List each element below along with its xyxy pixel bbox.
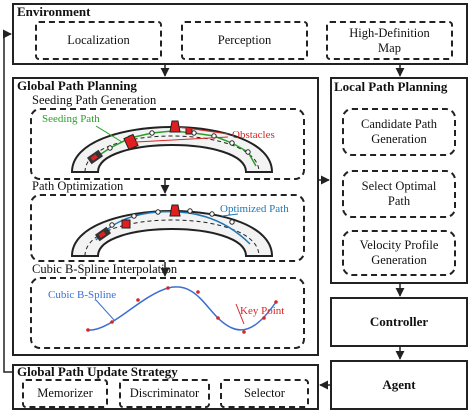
localization-label: Localization (67, 33, 130, 47)
select-optimal-label: Select Optimal Path (361, 179, 437, 208)
memorizer-label: Memorizer (37, 386, 93, 400)
optimized-path-label-leader (221, 213, 239, 217)
global-path-planning-title: Global Path Planning (17, 78, 137, 93)
connector-arrows (2, 29, 405, 390)
velocity-profile-label: Velocity Profile Generation (359, 238, 439, 267)
controller-box: Controller (330, 297, 468, 347)
key-point-label: Key Point (240, 305, 284, 317)
optimization-box (30, 194, 305, 262)
environment-title: Environment (17, 4, 91, 19)
environment-panel (12, 3, 468, 65)
optimization-title: Path Optimization (32, 179, 124, 193)
agent-label: Agent (382, 377, 416, 392)
candidate-path-box: Candidate Path Generation (342, 108, 456, 156)
obstacle-b (169, 120, 181, 133)
optimized-path-label: Optimized Path (220, 203, 289, 215)
global-path-planning-panel (12, 77, 319, 356)
obstacle-a (123, 133, 139, 151)
hd-map-label: High-Definition Map (349, 25, 430, 55)
memorizer-box: Memorizer (22, 379, 108, 408)
discriminator-box: Discriminator (119, 379, 210, 408)
velocity-profile-box: Velocity Profile Generation (342, 230, 456, 276)
perception-box: Perception (181, 21, 308, 60)
candidate-path-label: Candidate Path Generation (360, 117, 438, 146)
update-strategy-title: Global Path Update Strategy (17, 364, 178, 379)
obstacles (123, 120, 193, 151)
controller-label: Controller (369, 314, 429, 329)
hd-map-box: High-Definition Map (326, 21, 453, 60)
selector-label: Selector (244, 386, 285, 400)
spline-key-points (86, 286, 278, 334)
seeding-box (30, 108, 305, 180)
spline-label-leader (95, 299, 115, 321)
seeding-vehicle-icon (86, 149, 104, 165)
select-optimal-box: Select Optimal Path (342, 170, 456, 218)
seeding-path-label-leader (95, 125, 123, 143)
optimized-nodes (109, 208, 235, 228)
spline-box (30, 277, 305, 349)
spline-title: Cubic B-Spline Interpolation (32, 262, 178, 276)
optimization-vehicle-icon (94, 226, 112, 242)
seeding-path-label: Seeding Path (42, 113, 100, 125)
agent-box: Agent (330, 360, 468, 410)
seeding-path-line (91, 130, 257, 167)
cubic-spline-label: Cubic B-Spline (48, 289, 116, 301)
cubic-spline-curve (87, 286, 277, 331)
perception-label: Perception (217, 33, 272, 47)
localization-box: Localization (35, 21, 162, 60)
obstacle-leader-1 (178, 126, 229, 135)
optimization-obstacles (121, 204, 181, 229)
key-point-leader (235, 303, 245, 325)
update-loop-line (2, 29, 12, 373)
selector-box: Selector (220, 379, 309, 408)
local-path-planning-panel (330, 77, 468, 284)
seeding-title: Seeding Path Generation (32, 93, 157, 107)
obstacle-leader-2 (135, 136, 229, 143)
local-path-planning-title: Local Path Planning (334, 79, 448, 94)
update-strategy-panel (12, 364, 319, 410)
discriminator-label: Discriminator (129, 386, 200, 400)
obstacles-label: Obstacles (232, 129, 275, 141)
